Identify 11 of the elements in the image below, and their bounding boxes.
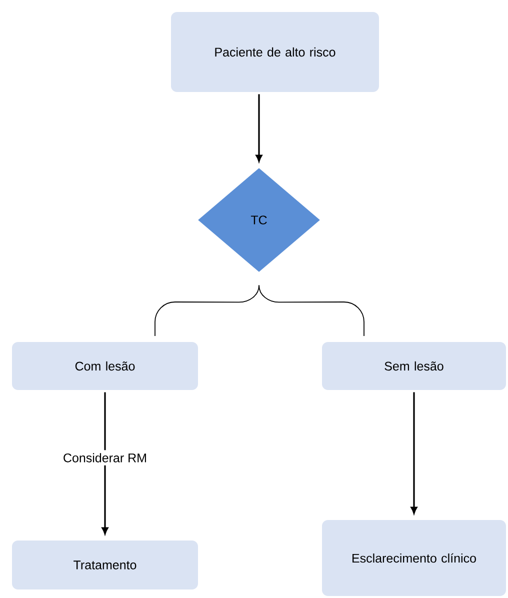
arrow — [410, 392, 418, 514]
brace — [258, 284, 364, 336]
process-box: Esclarecimento clínico — [322, 520, 506, 596]
process-box: Tratamento — [12, 540, 198, 590]
arrow — [256, 94, 262, 162]
arrow — [102, 392, 108, 534]
process-box: Sem lesão — [322, 342, 506, 390]
process-box: Com lesão — [12, 342, 198, 390]
process-box: Paciente de alto risco — [171, 12, 379, 92]
brace — [154, 284, 260, 336]
edge-label: Considerar RM — [60, 450, 150, 466]
